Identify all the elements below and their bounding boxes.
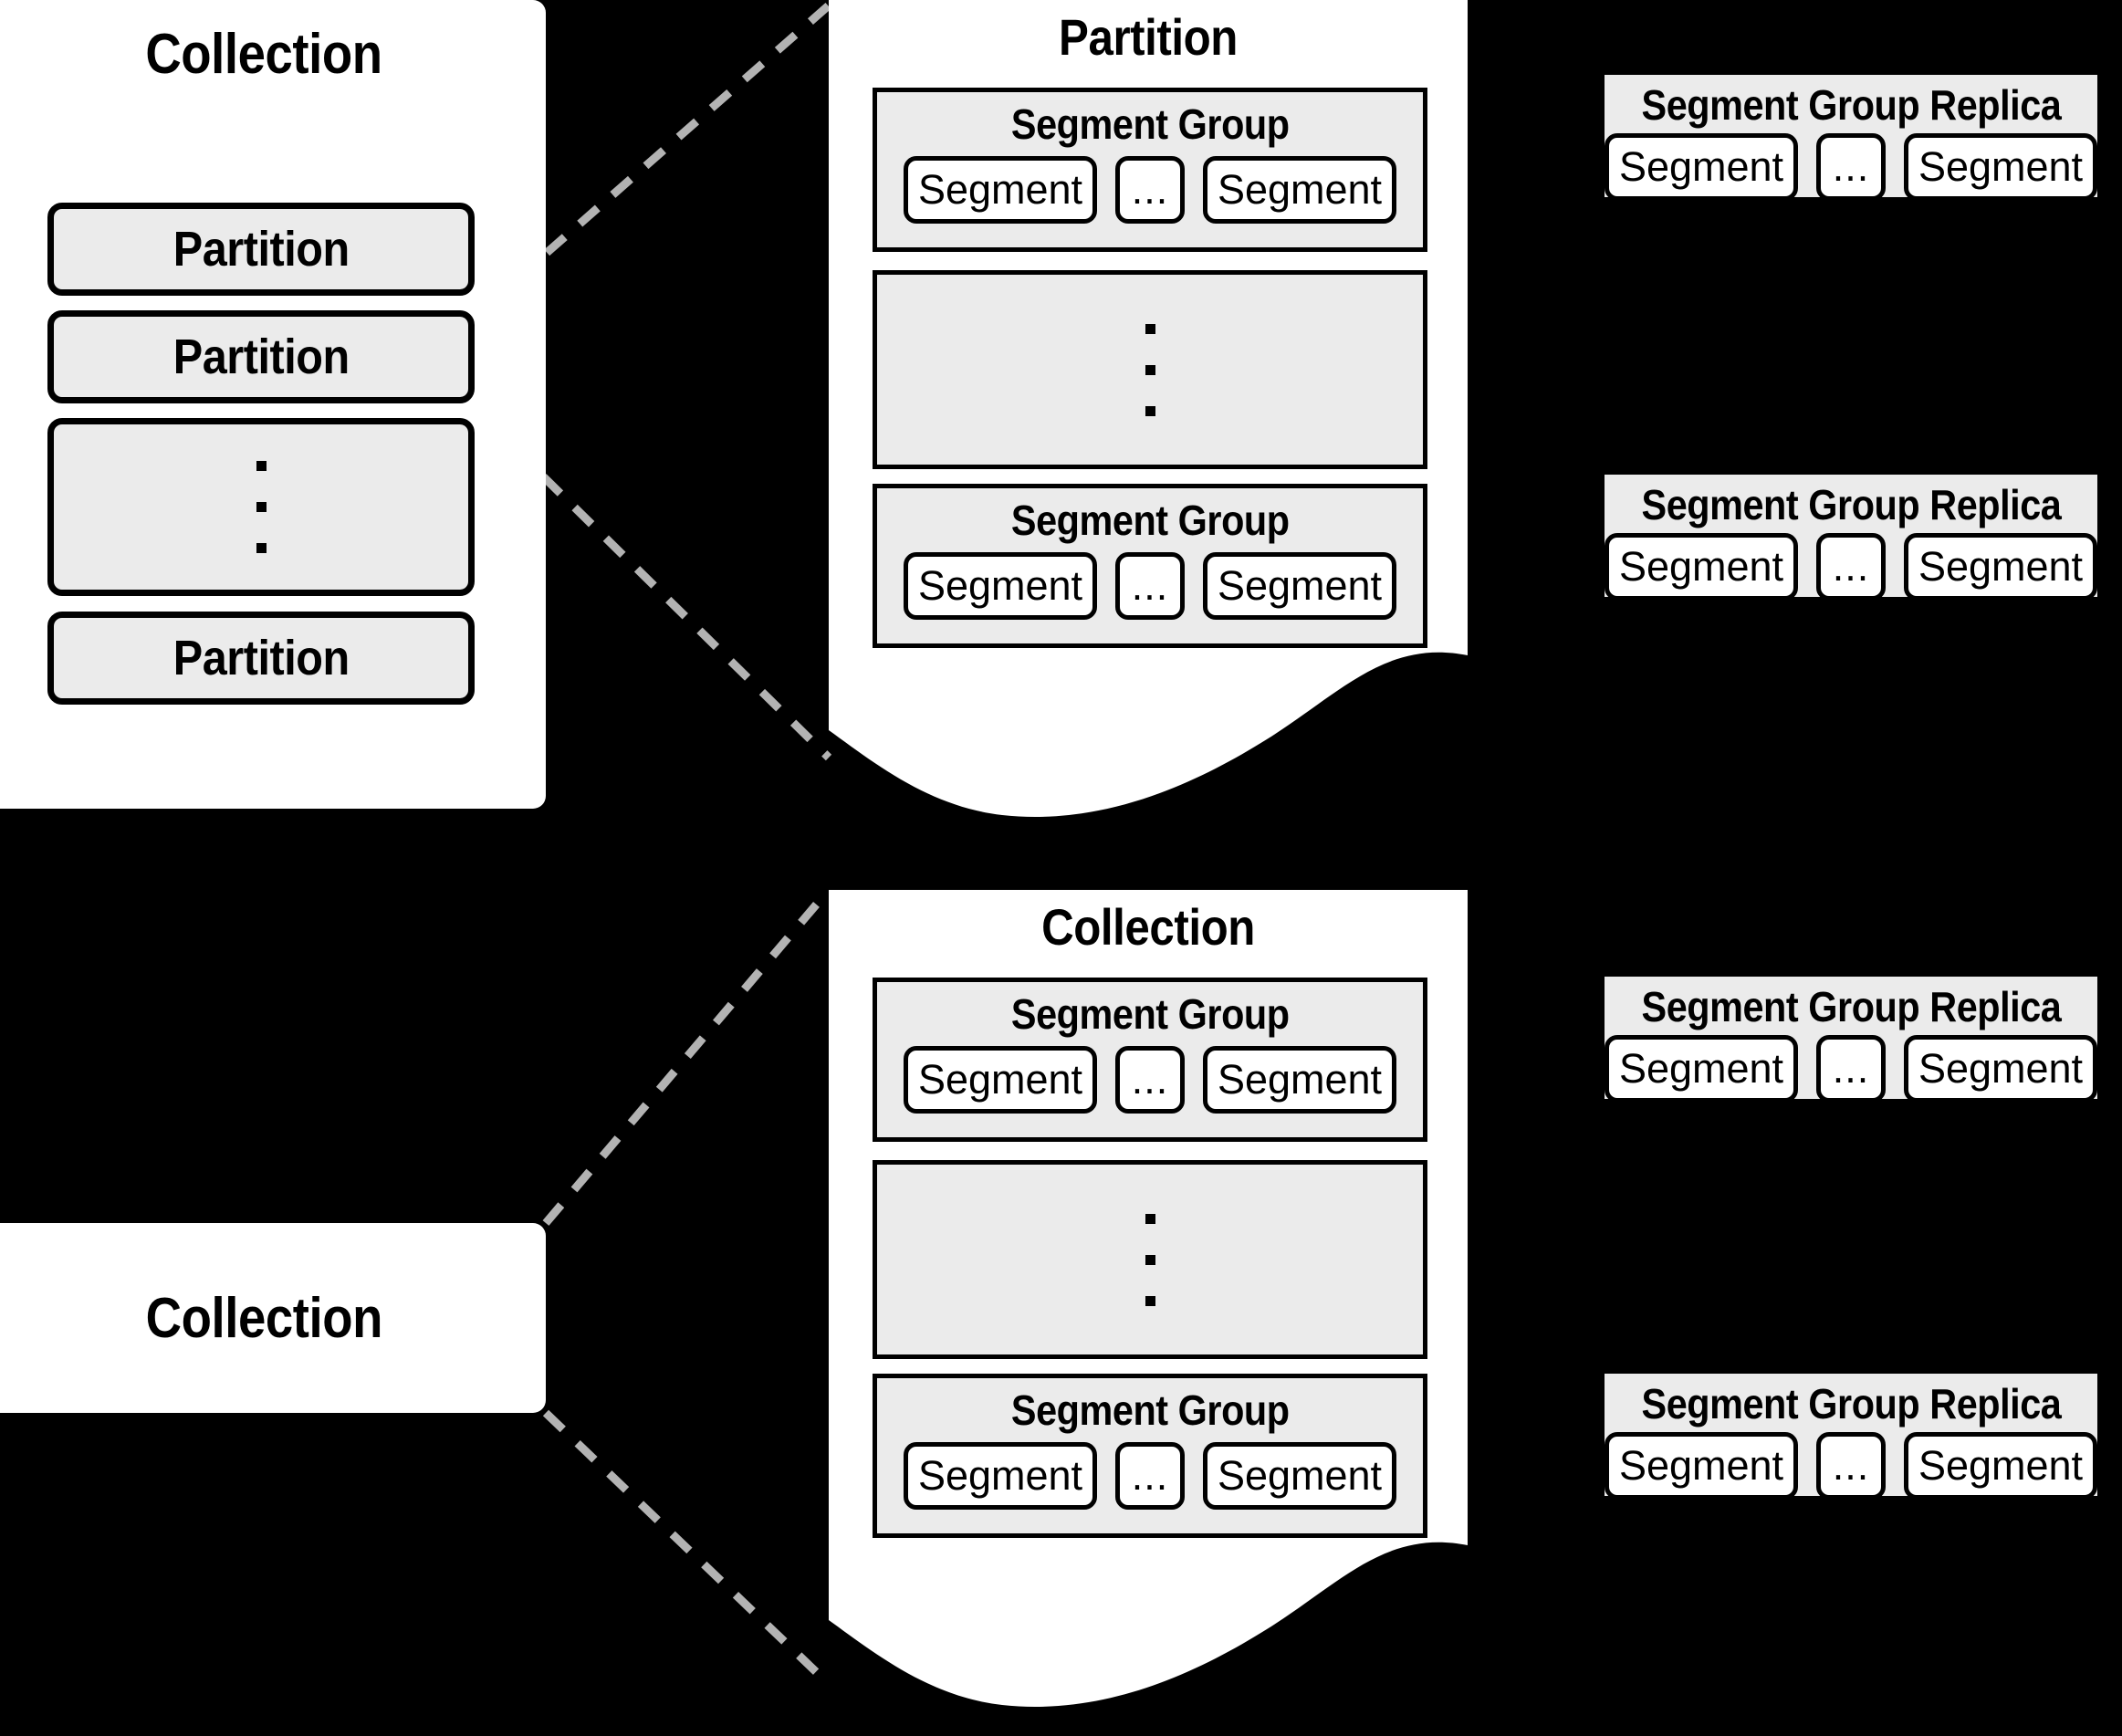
- segment-ellipsis-box: ...: [1115, 552, 1185, 620]
- segment-group-title: Segment Group: [1010, 497, 1290, 544]
- segment-ellipsis-box: ...: [1816, 533, 1886, 601]
- segment-group-title: Segment Group: [1010, 990, 1290, 1038]
- segment-ellipsis-box: ...: [1816, 133, 1886, 201]
- segment-ellipsis-box: ...: [1816, 1035, 1886, 1103]
- segment-group-top-2: Segment Group Segment ... Segment: [873, 484, 1427, 648]
- segment-group-bottom-1: Segment Group Segment ... Segment: [873, 978, 1427, 1142]
- segment-box[interactable]: Segment: [904, 1046, 1097, 1114]
- connector-bottom-lower: [542, 1409, 832, 1688]
- segment-box[interactable]: Segment: [1904, 133, 2097, 201]
- partition-chip-label: Partition: [172, 329, 350, 384]
- segment-ellipsis-box: ...: [1115, 1442, 1185, 1510]
- segment-group-replica-2: Segment Group Replica Segment ... Segmen…: [1605, 475, 2097, 601]
- segment-group-replica-1: Segment Group Replica Segment ... Segmen…: [1605, 75, 2097, 201]
- segment-box[interactable]: Segment: [1203, 1046, 1396, 1114]
- segment-row: Segment ... Segment: [904, 1046, 1396, 1114]
- segment-box[interactable]: Segment: [904, 552, 1097, 620]
- segment-ellipsis-box: ...: [1816, 1432, 1886, 1500]
- segment-group-replica-3: Segment Group Replica Segment ... Segmen…: [1605, 977, 2097, 1103]
- partition-chip-1[interactable]: Partition: [47, 203, 475, 296]
- segment-box[interactable]: Segment: [1605, 1432, 1798, 1500]
- top-collection-title: Collection: [145, 23, 382, 86]
- segment-box[interactable]: Segment: [1605, 533, 1798, 601]
- vertical-ellipsis-icon: [256, 461, 267, 553]
- segment-row: Segment ... Segment: [1605, 1035, 2097, 1103]
- segment-box[interactable]: Segment: [1203, 156, 1396, 224]
- segment-box[interactable]: Segment: [1203, 1442, 1396, 1510]
- top-partition-panel: Partition Segment Group Segment ... Segm…: [829, 0, 1468, 821]
- segment-row: Segment ... Segment: [1605, 133, 2097, 201]
- vertical-ellipsis-icon: [1145, 1213, 1155, 1306]
- segment-row: Segment ... Segment: [1605, 533, 2097, 601]
- segment-box[interactable]: Segment: [1904, 533, 2097, 601]
- segment-group-bottom-ellipsis: [873, 1160, 1427, 1359]
- partition-chip-2[interactable]: Partition: [47, 310, 475, 403]
- segment-group-title: Segment Group: [1010, 100, 1290, 148]
- segment-row: Segment ... Segment: [904, 1442, 1396, 1510]
- segment-group-top-1: Segment Group Segment ... Segment: [873, 88, 1427, 252]
- bottom-collection-panel-title: Collection: [1041, 898, 1255, 956]
- segment-box[interactable]: Segment: [1904, 1432, 2097, 1500]
- segment-group-replica-4: Segment Group Replica Segment ... Segmen…: [1605, 1374, 2097, 1500]
- segment-box[interactable]: Segment: [1203, 552, 1396, 620]
- bottom-collection-card[interactable]: Collection: [0, 1223, 546, 1413]
- bottom-collection-panel: Collection Segment Group Segment ... Seg…: [829, 890, 1468, 1711]
- segment-group-replica-title: Segment Group Replica: [1641, 1380, 2061, 1427]
- segment-row: Segment ... Segment: [904, 156, 1396, 224]
- segment-group-title: Segment Group: [1010, 1386, 1290, 1434]
- segment-box[interactable]: Segment: [904, 1442, 1097, 1510]
- top-partition-panel-title: Partition: [1059, 8, 1238, 66]
- segment-ellipsis-box: ...: [1115, 1046, 1185, 1114]
- bottom-collection-title: Collection: [145, 1286, 382, 1350]
- segment-row: Segment ... Segment: [1605, 1432, 2097, 1500]
- segment-box[interactable]: Segment: [1904, 1035, 2097, 1103]
- segment-group-replica-title: Segment Group Replica: [1641, 81, 2061, 129]
- segment-box[interactable]: Segment: [904, 156, 1097, 224]
- vertical-ellipsis-icon: [1145, 323, 1155, 416]
- segment-group-top-ellipsis: [873, 270, 1427, 469]
- top-collection-card: Collection Partition Partition Partition: [0, 0, 546, 809]
- partition-chip-ellipsis: [47, 418, 475, 596]
- segment-group-replica-title: Segment Group Replica: [1641, 481, 2061, 528]
- connector-bottom-upper: [542, 887, 832, 1226]
- partition-chip-3[interactable]: Partition: [47, 612, 475, 705]
- segment-row: Segment ... Segment: [904, 552, 1396, 620]
- segment-group-bottom-2: Segment Group Segment ... Segment: [873, 1374, 1427, 1538]
- segment-ellipsis-box: ...: [1115, 156, 1185, 224]
- segment-box[interactable]: Segment: [1605, 133, 1798, 201]
- partition-chip-label: Partition: [172, 631, 350, 685]
- segment-box[interactable]: Segment: [1605, 1035, 1798, 1103]
- partition-chip-label: Partition: [172, 222, 350, 277]
- segment-group-replica-title: Segment Group Replica: [1641, 983, 2061, 1030]
